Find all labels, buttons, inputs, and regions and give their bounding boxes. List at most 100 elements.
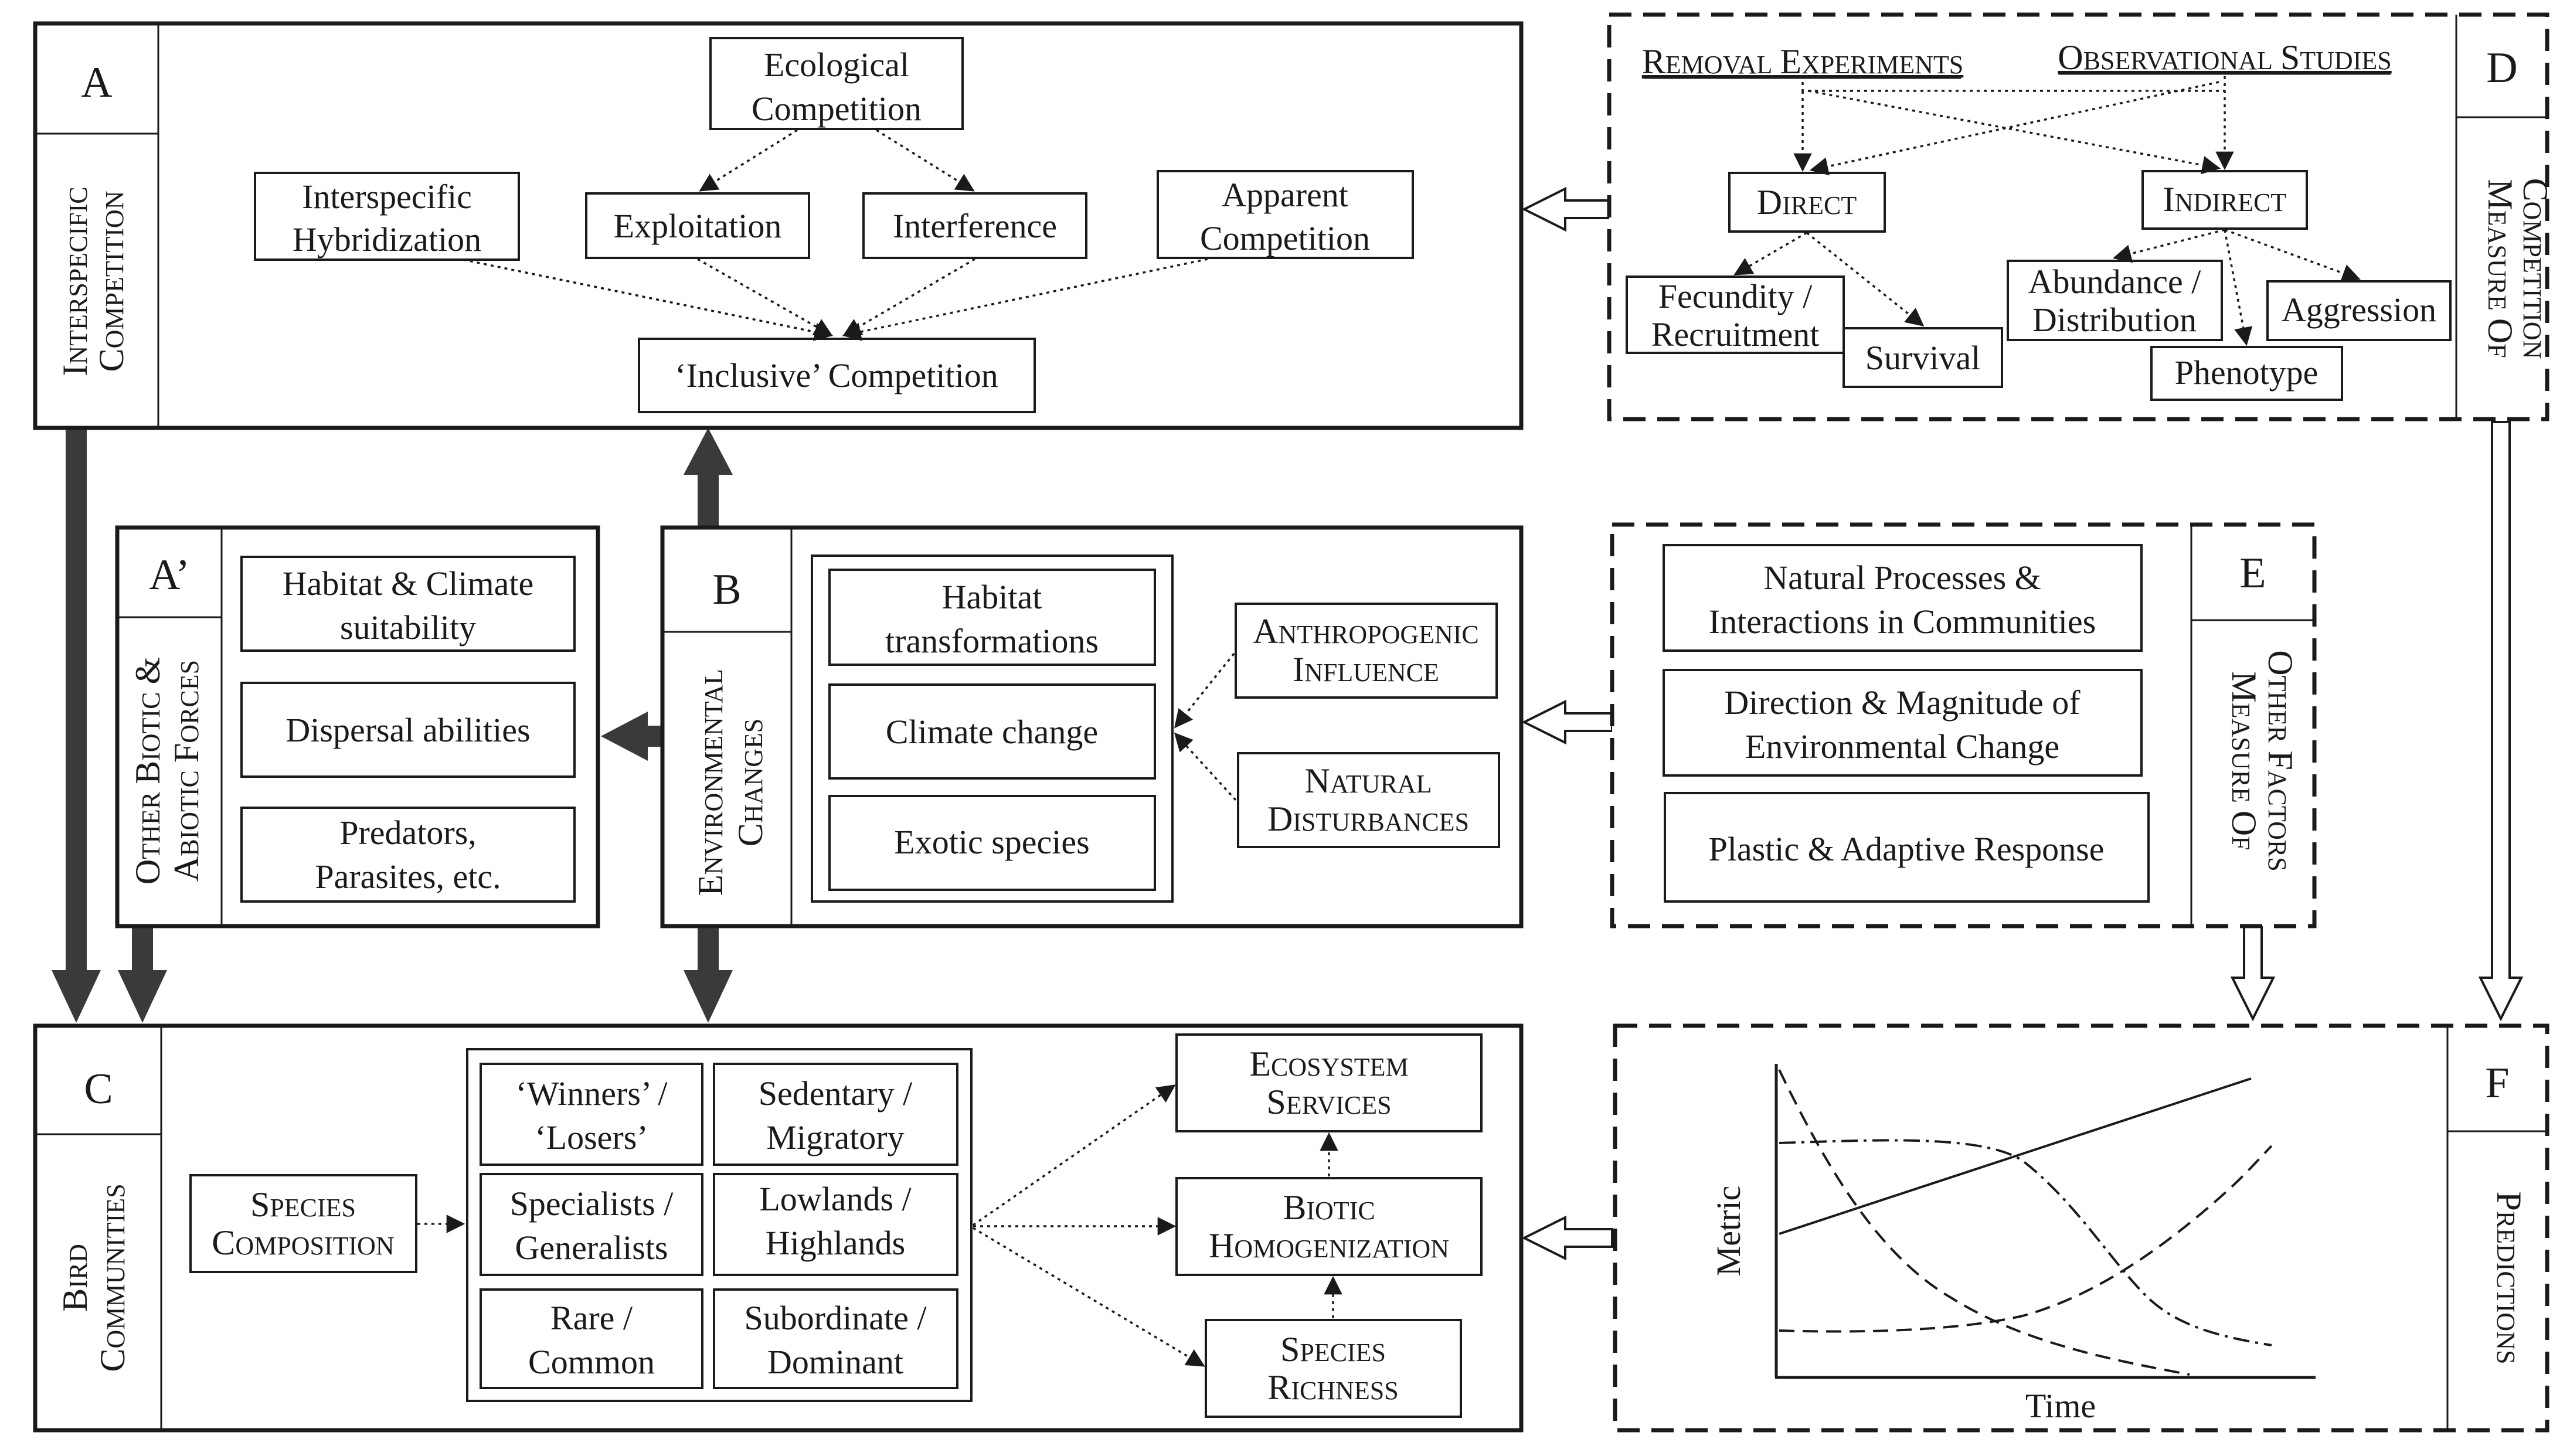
- category-specialists-generalists: Specialists / Generalists: [480, 1173, 703, 1276]
- ecosystem-services-box: ECOSYSTEM SERVICES: [1175, 1033, 1483, 1132]
- sedentary-line2: Migratory: [766, 1118, 904, 1156]
- arrow-d-to-a: [1521, 186, 1613, 232]
- graph-curve-solid-increasing: [1779, 1077, 2252, 1235]
- arrow-e-to-f: [2230, 925, 2276, 1022]
- panel-c-bird-communities: C BIRD COMMUNITIES SPECIES COMPOSITION ‘…: [33, 1023, 1524, 1433]
- direct-label: DIRECT: [1757, 183, 1857, 222]
- plastic-adaptive-box: Plastic & Adaptive Response: [1664, 792, 2150, 903]
- natural-processes-line1: Natural Processes &: [1763, 559, 2041, 597]
- category-sedentary-migratory: Sedentary / Migratory: [713, 1063, 958, 1166]
- lowlands-line1: Lowlands /: [759, 1180, 912, 1218]
- thick-arrows: [52, 428, 733, 1023]
- panel-a-prime-side-label-line1: OTHER BIOTIC &: [128, 657, 167, 885]
- panel-d-connectors: [1733, 76, 2361, 346]
- plastic-adaptive-label: Plastic & Adaptive Response: [1709, 830, 2105, 868]
- abundance-distribution-box: Abundance / Distribution: [2007, 260, 2223, 341]
- habitat-transformations-line2: transformations: [885, 622, 1099, 660]
- indirect-label: INDIRECT: [2163, 180, 2287, 219]
- interference-label: Interference: [893, 207, 1057, 245]
- hollow-arrows: [1521, 186, 2524, 1261]
- panel-c-letter: C: [84, 1065, 113, 1113]
- specialists-line2: Generalists: [515, 1229, 668, 1267]
- species-composition-line2: COMPOSITION: [212, 1223, 394, 1262]
- category-lowlands-highlands: Lowlands / Highlands: [713, 1173, 958, 1276]
- natural-processes-line2: Interactions in Communities: [1709, 603, 2096, 641]
- habitat-transformations-line1: Habitat: [942, 578, 1042, 616]
- fecundity-line1: Fecundity /: [1658, 277, 1813, 315]
- category-winners-losers: ‘Winners’ / ‘Losers’: [480, 1063, 703, 1166]
- species-richness-line1: SPECIES: [1280, 1330, 1386, 1369]
- biotic-homogenization-line1: BIOTIC: [1283, 1188, 1375, 1227]
- interference-box: Interference: [862, 192, 1087, 259]
- dispersal-box: Dispersal abilities: [240, 682, 576, 778]
- specialists-line1: Specialists /: [510, 1185, 674, 1223]
- graph-curve-dashed-decreasing: [1778, 1069, 2190, 1376]
- phenotype-box: Phenotype: [2150, 346, 2343, 401]
- removal-experiments-heading: REMOVAL EXPERIMENTS: [1642, 42, 1963, 81]
- aggression-box: Aggression: [2266, 280, 2452, 341]
- lowlands-line2: Highlands: [766, 1224, 905, 1262]
- arrow-b-to-a-prime: [601, 712, 662, 761]
- habitat-climate-line1: Habitat & Climate: [283, 564, 533, 603]
- fecundity-recruitment-box: Fecundity / Recruitment: [1626, 275, 1845, 354]
- panel-a-side-label-line1: INTERSPECIFIC: [56, 186, 94, 376]
- panel-c-connectors: [417, 1084, 1342, 1367]
- inclusive-competition-label: ‘Inclusive’ Competition: [675, 356, 998, 394]
- species-composition-line1: SPECIES: [250, 1185, 356, 1224]
- anthropogenic-line1: ANTHROPOGENIC: [1253, 612, 1479, 651]
- panel-c-side-label-line1: BIRD: [56, 1244, 94, 1312]
- panel-f-letter: F: [2485, 1059, 2509, 1107]
- biotic-homogenization-line2: HOMOGENIZATION: [1209, 1226, 1449, 1265]
- hybridization-line1: Interspecific: [302, 178, 472, 216]
- ecosystem-services-line2: SERVICES: [1266, 1083, 1391, 1121]
- habitat-climate-line2: suitability: [340, 608, 476, 647]
- climate-change-box: Climate change: [828, 683, 1156, 780]
- panel-a-prime-letter: A’: [149, 551, 190, 599]
- panel-d-letter: D: [2486, 44, 2517, 92]
- natural-disturbances-box: NATURAL DISTURBANCES: [1237, 752, 1500, 848]
- arrow-a-to-c: [52, 428, 101, 1023]
- inclusive-competition-box: ‘Inclusive’ Competition: [638, 338, 1036, 413]
- direction-magnitude-box: Direction & Magnitude of Environmental C…: [1663, 669, 2143, 777]
- exploitation-box: Exploitation: [585, 192, 810, 259]
- graph-x-label: Time: [2025, 1387, 2096, 1425]
- dispersal-label: Dispersal abilities: [285, 711, 530, 749]
- anthropogenic-line2: INFLUENCE: [1293, 650, 1439, 689]
- exploitation-label: Exploitation: [614, 207, 782, 245]
- winners-line2: ‘Losers’: [535, 1118, 648, 1156]
- habitat-transformations-box: Habitat transformations: [828, 569, 1156, 666]
- panel-a-side-label-line2: COMPETITION: [92, 191, 131, 372]
- interspecific-hybridization-box: Interspecific Hybridization: [254, 172, 520, 261]
- winners-line1: ‘Winners’ /: [515, 1074, 668, 1113]
- exotic-species-label: Exotic species: [894, 823, 1089, 861]
- graph-curve-dashed-increasing: [1779, 1145, 2273, 1333]
- panel-a-prime-other-forces: A’ OTHER BIOTIC & ABIOTIC FORCES Habitat…: [115, 525, 600, 928]
- species-composition-box: SPECIES COMPOSITION: [189, 1174, 417, 1273]
- survival-box: Survival: [1842, 327, 2003, 388]
- panel-b-connectors: [1174, 652, 1237, 801]
- panel-a-prime-side-label-line2: ABIOTIC FORCES: [167, 660, 206, 882]
- habitat-climate-box: Habitat & Climate suitability: [240, 556, 576, 652]
- graph-y-label: Metric: [1709, 1186, 1748, 1277]
- abundance-line1: Abundance /: [2028, 263, 2202, 301]
- panel-b-side-label-line2: CHANGES: [731, 719, 770, 846]
- subordinate-line2: Dominant: [767, 1343, 903, 1381]
- panel-a-connectors: [463, 129, 1208, 341]
- panel-a-letter: A: [81, 59, 112, 107]
- arrow-a-prime-to-c: [118, 926, 167, 1023]
- apparent-competition-line2: Competition: [1200, 219, 1370, 257]
- panel-f-predictions: F PREDICTIONS Metric Time: [1613, 1023, 2549, 1433]
- indirect-box: INDIRECT: [2141, 170, 2308, 230]
- aggression-label: Aggression: [2282, 291, 2436, 329]
- biotic-homogenization-box: BIOTIC HOMOGENIZATION: [1175, 1177, 1483, 1276]
- apparent-competition-box: Apparent Competition: [1157, 170, 1414, 259]
- category-subordinate-dominant: Subordinate / Dominant: [713, 1288, 958, 1389]
- direction-magnitude-line1: Direction & Magnitude of: [1724, 683, 2081, 722]
- ecosystem-services-line1: ECOSYSTEM: [1249, 1045, 1408, 1083]
- species-richness-box: SPECIES RICHNESS: [1205, 1319, 1462, 1418]
- predators-parasites-box: Predators, Parasites, etc.: [240, 807, 576, 903]
- predators-line1: Predators,: [339, 814, 477, 852]
- panel-b-environmental-changes: B ENVIRONMENTAL CHANGES Habitat transfor…: [660, 525, 1524, 928]
- direction-magnitude-line2: Environmental Change: [1745, 727, 2059, 766]
- subordinate-line1: Subordinate /: [745, 1299, 927, 1337]
